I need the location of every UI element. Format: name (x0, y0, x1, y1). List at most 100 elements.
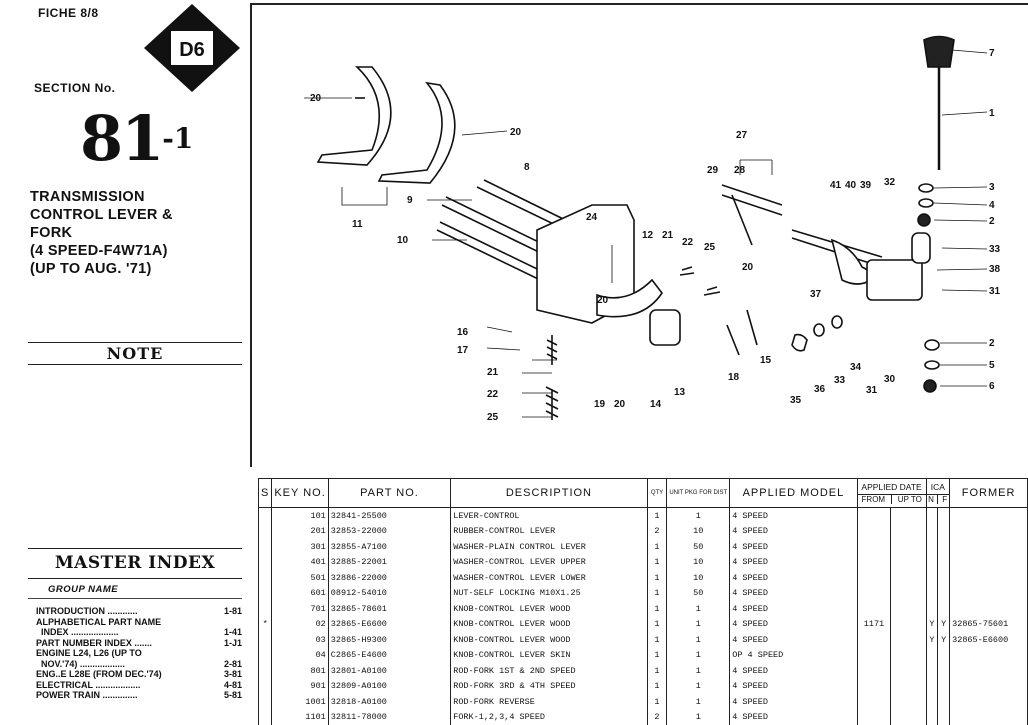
cell-key: 1101 (272, 710, 328, 725)
index-item[interactable]: ENGINE L24, L26 (UP TO (36, 648, 242, 659)
cell-part: 32801-A0100 (328, 663, 450, 679)
cell-model: 4 SPEED (730, 632, 857, 648)
cell-desc: NUT-SELF LOCKING M10X1.25 (451, 586, 647, 602)
callout-36: 36 (814, 384, 826, 395)
callout-3: 3 (989, 182, 995, 193)
cell-n (926, 710, 938, 725)
master-index-title: MASTER INDEX (28, 553, 242, 573)
cell-from (857, 601, 891, 617)
cell-upto (891, 539, 926, 555)
cell-desc: WASHER-CONTROL LEVER LOWER (451, 570, 647, 586)
cell-model: 4 SPEED (730, 586, 857, 602)
cell-key: 901 (272, 679, 328, 695)
cell-f (938, 648, 950, 664)
cell-upto (891, 663, 926, 679)
title-line: TRANSMISSION (30, 188, 240, 206)
index-item[interactable]: ELECTRICAL ..................4-81 (36, 680, 242, 691)
index-item[interactable]: INDEX ...................1-41 (36, 627, 242, 638)
cell-upto (891, 524, 926, 540)
callout-8: 8 (524, 162, 530, 173)
cell-s (259, 601, 272, 617)
index-item[interactable]: ALPHABETICAL PART NAME (36, 617, 242, 628)
callout-30: 30 (884, 374, 896, 385)
cell-key: 03 (272, 632, 328, 648)
cell-f: Y (938, 617, 950, 633)
callout-6: 6 (989, 381, 995, 392)
cell-qty: 2 (647, 710, 667, 725)
cell-upto (891, 648, 926, 664)
cell-from: 1171 (857, 617, 891, 633)
master-index-list: INTRODUCTION ............1-81 ALPHABETIC… (36, 606, 242, 701)
cell-former (950, 539, 1028, 555)
cell-unit: 1 (667, 648, 730, 664)
fiche-label: FICHE 8/8 (38, 6, 99, 20)
callout-31: 31 (989, 286, 1001, 297)
cell-qty: 1 (647, 679, 667, 695)
cell-key: 601 (272, 586, 328, 602)
divider (28, 578, 242, 579)
cell-f (938, 679, 950, 695)
callout-23: 24 (586, 212, 598, 223)
parts-table: S KEY NO. PART NO. DESCRIPTION QTY UNIT … (258, 478, 1028, 725)
cell-qty: 1 (647, 632, 667, 648)
cell-s (259, 555, 272, 571)
cell-desc: ROD-FORK 1ST & 2ND SPEED (451, 663, 647, 679)
cell-model: 4 SPEED (730, 524, 857, 540)
index-item[interactable]: POWER TRAIN ..............5-81 (36, 690, 242, 701)
callout-5: 5 (989, 360, 995, 371)
callout-33: 33 (834, 375, 846, 386)
callout-10: 10 (397, 235, 409, 246)
col-qty: QTY (647, 479, 667, 508)
cell-from (857, 632, 891, 648)
cell-desc: KNOB-CONTROL LEVER SKIN (451, 648, 647, 664)
cell-desc: WASHER-PLAIN CONTROL LEVER (451, 539, 647, 555)
divider (28, 598, 242, 599)
cell-n: Y (926, 632, 938, 648)
cell-s (259, 648, 272, 664)
cell-s (259, 710, 272, 725)
cell-unit: 10 (667, 570, 730, 586)
cell-desc: WASHER-CONTROL LEVER UPPER (451, 555, 647, 571)
cell-upto (891, 586, 926, 602)
cell-f (938, 710, 950, 725)
cell-n (926, 663, 938, 679)
index-item[interactable]: ENG..E L28E (FROM DEC.'74)3-81 (36, 669, 242, 680)
cell-key: 02 (272, 617, 328, 633)
cell-f (938, 663, 950, 679)
callout-15: 15 (760, 355, 772, 366)
cell-model: 4 SPEED (730, 508, 857, 524)
cell-key: 801 (272, 663, 328, 679)
index-item[interactable]: INTRODUCTION ............1-81 (36, 606, 242, 617)
callout-11: 11 (352, 219, 363, 230)
callout-2: 2 (989, 216, 995, 227)
cell-n (926, 524, 938, 540)
title-line: FORK (30, 224, 240, 242)
cell-unit: 50 (667, 539, 730, 555)
cell-unit: 1 (667, 710, 730, 725)
callout-1: 1 (989, 108, 995, 119)
cell-n (926, 601, 938, 617)
index-item[interactable]: PART NUMBER INDEX .......1-J1 (36, 638, 242, 649)
index-item[interactable]: NOV.'74) ..................2-81 (36, 659, 242, 670)
callout-21: 21 (487, 367, 499, 378)
cell-part: 32865-H9300 (328, 632, 450, 648)
cell-part: C2865-E4600 (328, 648, 450, 664)
cell-model: 4 SPEED (730, 694, 857, 710)
cell-qty: 1 (647, 555, 667, 571)
